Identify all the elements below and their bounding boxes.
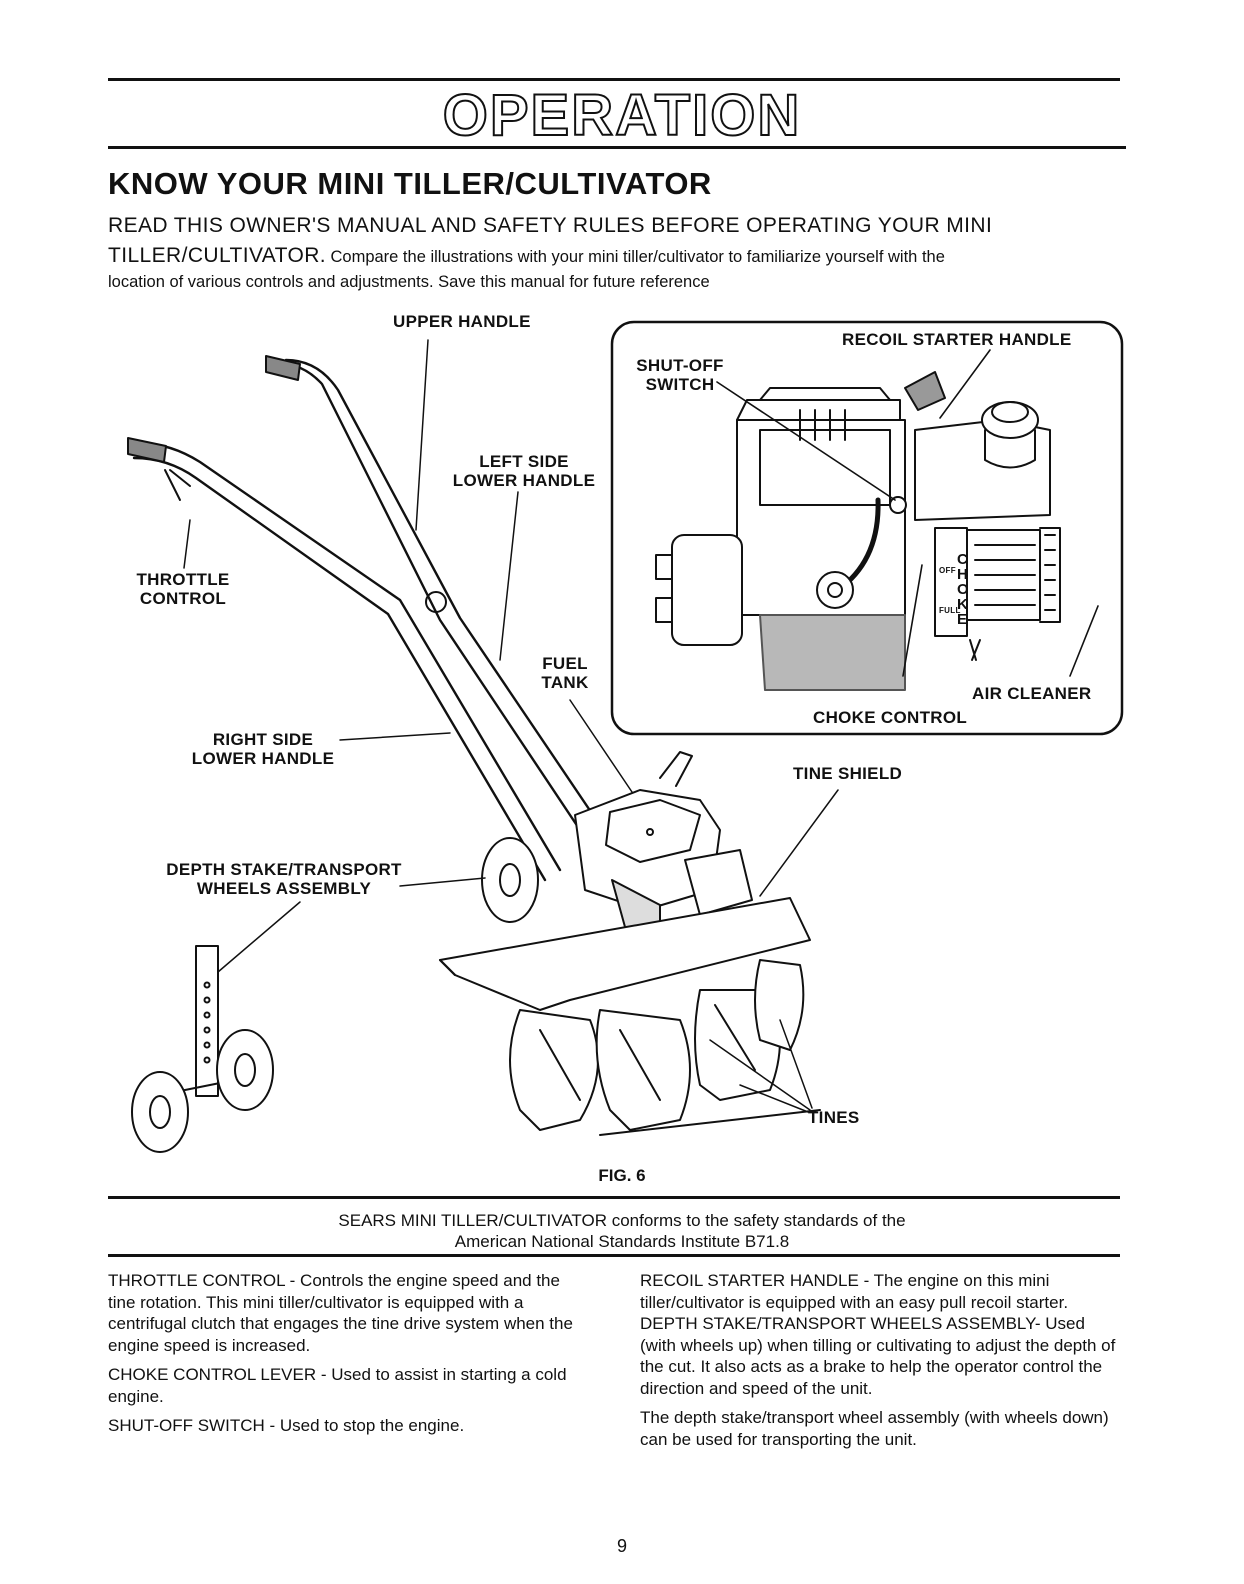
conformance-statement: SEARS MINI TILLER/CULTIVATOR conforms to… xyxy=(0,1210,1244,1252)
conformance-line-2: American National Standards Institute B7… xyxy=(454,1232,790,1251)
choke-lever-marking: CHOKE xyxy=(957,551,969,628)
label-recoil-starter-handle: RECOIL STARTER HANDLE xyxy=(842,330,1072,349)
label-choke-control: CHOKE CONTROL xyxy=(813,708,968,727)
depth-stake-assembly xyxy=(131,945,274,1153)
engine-inset-frame xyxy=(610,320,1124,736)
tiller-engine xyxy=(574,751,753,946)
desc-choke-control-lever: CHOKE CONTROL LEVER - Used to assist in … xyxy=(108,1365,567,1406)
descriptions-right: RECOIL STARTER HANDLE - The engine on th… xyxy=(640,1270,1122,1458)
figure-caption: FIG. 6 xyxy=(598,1166,646,1185)
tiller-handles xyxy=(127,355,620,882)
label-tine-shield: TINE SHIELD xyxy=(793,764,903,783)
intro-line-1: READ THIS OWNER'S MANUAL AND SAFETY RULE… xyxy=(108,214,993,237)
choke-full-marking: FULL xyxy=(939,606,961,615)
title-rule xyxy=(108,146,1126,149)
front-wheel xyxy=(481,837,539,923)
intro-line-3: location of various controls and adjustm… xyxy=(108,273,710,291)
tines xyxy=(509,959,821,1136)
caption-rule-bottom xyxy=(108,1254,1120,1257)
top-rule xyxy=(108,78,1120,81)
label-tines: TINES xyxy=(808,1108,860,1127)
label-air-cleaner: AIR CLEANER xyxy=(972,684,1092,703)
descriptions-left: THROTTLE CONTROL - Controls the engine s… xyxy=(108,1270,590,1445)
desc-shut-off-switch: SHUT-OFF SWITCH - Used to stop the engin… xyxy=(108,1416,465,1435)
desc-depth-stake-transport: The depth stake/transport wheel assembly… xyxy=(640,1408,1109,1449)
engine-closeup xyxy=(655,371,1061,691)
conformance-line-1: SEARS MINI TILLER/CULTIVATOR conforms to… xyxy=(338,1211,906,1230)
desc-depth-stake: DEPTH STAKE/TRANSPORT WHEELS ASSEMBLY- U… xyxy=(640,1314,1116,1398)
choke-off-marking: OFF xyxy=(939,566,956,575)
caption-rule-top xyxy=(108,1196,1120,1199)
desc-throttle-control: THROTTLE CONTROL - Controls the engine s… xyxy=(108,1271,573,1355)
page-title: OPERATION xyxy=(442,83,802,148)
label-upper-handle: UPPER HANDLE xyxy=(393,312,531,331)
page-number: 9 xyxy=(616,1536,627,1556)
intro-line-2: TILLER/CULTIVATOR. Compare the illustrat… xyxy=(108,244,945,267)
section-heading: KNOW YOUR MINI TILLER/CULTIVATOR xyxy=(108,166,712,201)
desc-recoil-starter: RECOIL STARTER HANDLE - The engine on th… xyxy=(640,1271,1069,1312)
